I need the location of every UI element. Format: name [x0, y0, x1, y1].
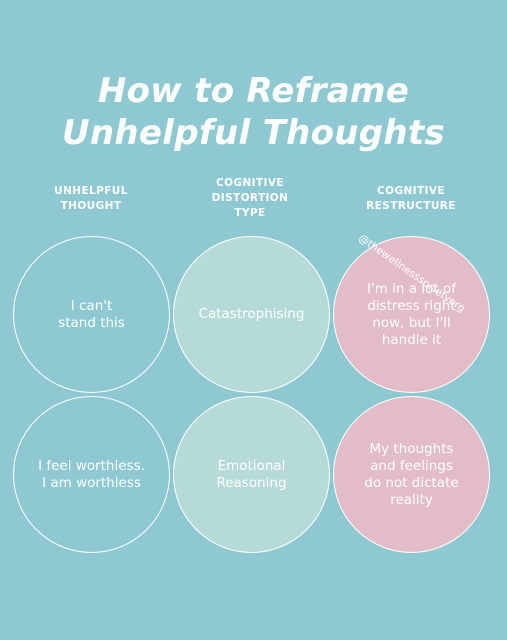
column-header-distortion-type: COGNITIVE DISTORTION TYPE [211, 177, 289, 219]
restructure-circle-1: I'm in a lot of distress right now, but … [333, 236, 490, 393]
thought-circle-2: I feel worthless. I am worthless [13, 396, 170, 553]
restructure-circle-2: My thoughts and feelings do not dictate … [333, 396, 490, 553]
restructure-text-2: My thoughts and feelings do not dictate … [364, 440, 459, 508]
column-header-unhelpful-thought: UNHELPFUL THOUGHT [54, 185, 128, 212]
thought-text-1: I can't stand this [58, 297, 125, 331]
distortion-circle-1: Catastrophising [173, 236, 330, 393]
thought-circle-1: I can't stand this [13, 236, 170, 393]
distortion-text-1: Catastrophising [198, 306, 305, 322]
thought-text-2: I feel worthless. I am worthless [38, 457, 145, 491]
column-header-cognitive-restructure: COGNITIVE RESTRUCTURE [366, 185, 456, 212]
restructure-text-1: I'm in a lot of distress right now, but … [367, 280, 456, 348]
distortion-text-2: Emotional Reasoning [216, 457, 287, 491]
title-line-2: Unhelpful Thoughts [62, 113, 445, 153]
title-line-1: How to Reframe [97, 71, 410, 111]
distortion-circle-2: Emotional Reasoning [173, 396, 330, 553]
page-title: How to Reframe Unhelpful Thoughts [0, 70, 507, 154]
